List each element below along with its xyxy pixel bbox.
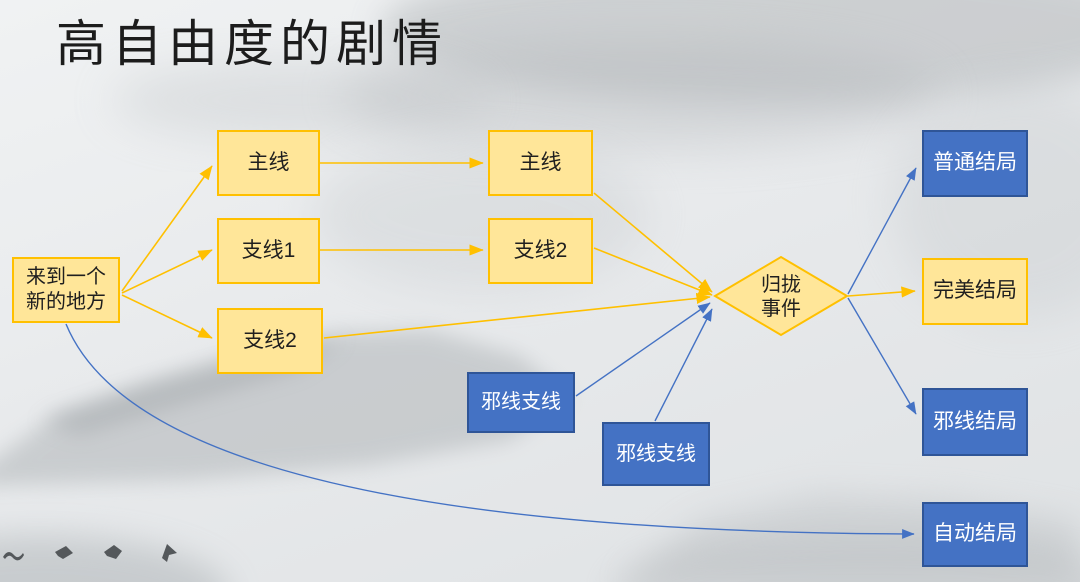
blue-edges [65,167,917,539]
edge-start-branch1 [121,249,213,294]
node-branch-1: 支线1 [217,218,320,284]
edge-converge-normal [847,167,917,295]
edge-start-main1 [121,165,213,292]
edge-converge-evil [847,297,917,415]
node-start-new-place: 来到一个 新的地方 [12,257,120,323]
node-evil-branch-1: 邪线支线 [467,372,575,433]
node-ending-auto: 自动结局 [922,502,1028,567]
edge-evil2-converge [654,308,713,422]
birds-decoration [3,544,177,562]
node-evil-branch-2: 邪线支线 [602,422,710,486]
edge-branch2a-converge [323,292,711,339]
yellow-edges [121,157,916,339]
node-converge-event: 归拢 事件 [761,273,801,320]
page-title: 高自由度的剧情 [56,16,448,72]
edge-main2-converge [593,192,713,293]
edge-start-branch2a [121,294,213,339]
edge-evil1-converge [575,302,711,397]
node-branch-2a: 支线2 [217,308,323,374]
edge-branch2b-converge [593,247,713,296]
edge-start-auto-curve [65,323,915,539]
diamond-shape [713,255,849,337]
node-ending-perfect: 完美结局 [922,258,1028,325]
node-mainline-2: 主线 [488,130,593,196]
node-mainline-1: 主线 [217,130,320,196]
node-branch-2b: 支线2 [488,218,593,284]
edge-converge-perfect [847,286,916,298]
node-ending-evil: 邪线结局 [922,388,1028,456]
node-ending-normal: 普通结局 [922,130,1028,197]
